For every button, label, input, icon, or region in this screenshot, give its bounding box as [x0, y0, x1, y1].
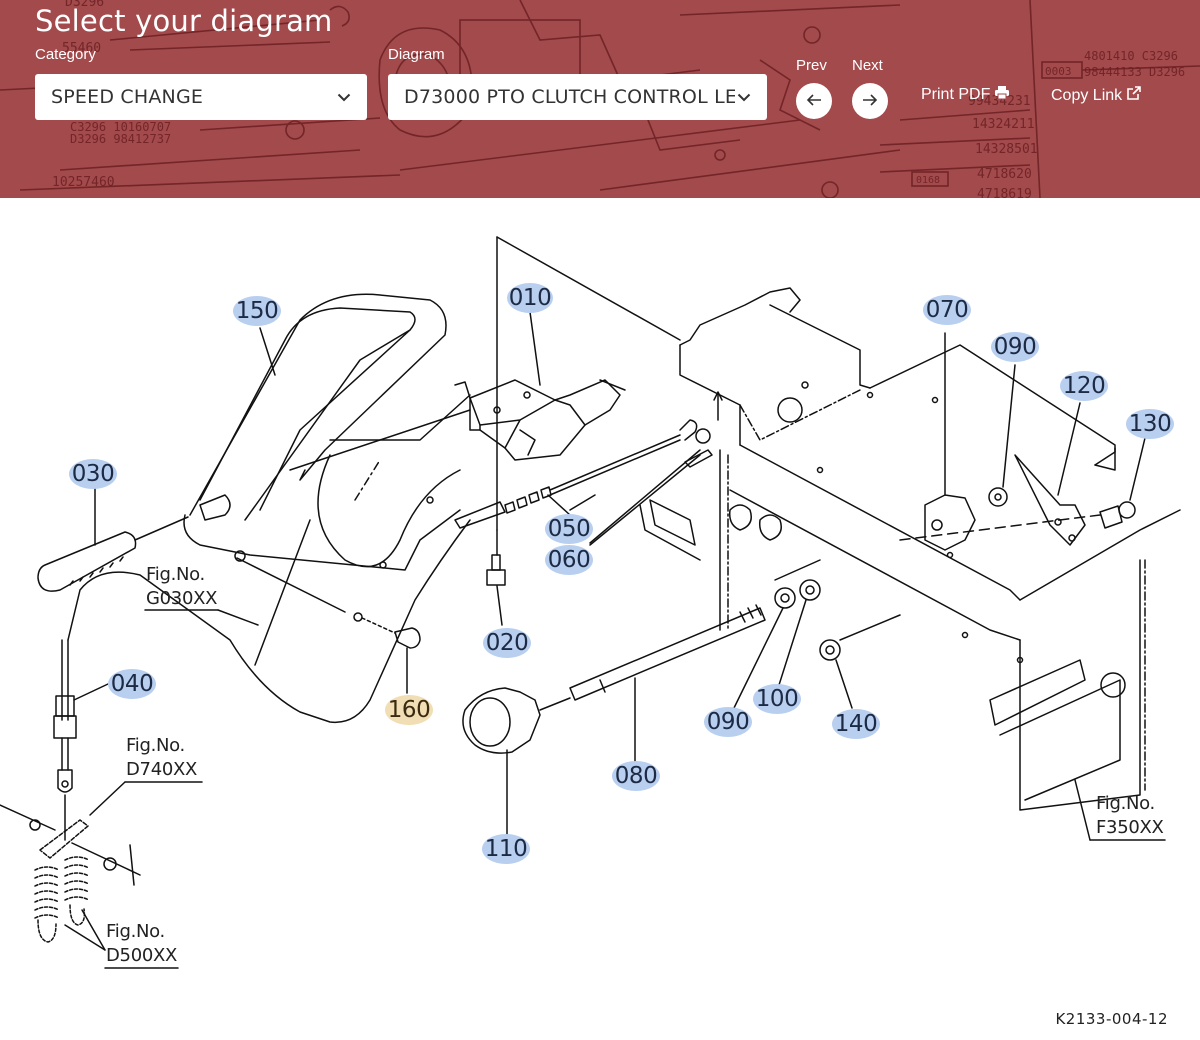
bg-part-number: D3296 — [65, 0, 104, 10]
category-label: Category — [35, 46, 96, 63]
next-button[interactable] — [852, 83, 888, 119]
fig-ref-line1: Fig.No. — [106, 921, 165, 942]
svg-text:10257460: 10257460 — [52, 175, 115, 190]
chevron-down-icon — [735, 88, 753, 106]
page-title: Select your diagram — [35, 4, 333, 38]
svg-text:4801410 C3296: 4801410 C3296 — [1084, 49, 1178, 63]
exploded-view-drawing — [0, 236, 1181, 969]
callout-080[interactable]: 080 — [612, 761, 660, 791]
category-select-value: SPEED CHANGE — [51, 86, 204, 108]
svg-text:4718619: 4718619 — [977, 187, 1032, 198]
diagram-select[interactable]: D73000 PTO CLUTCH CONTROL LEVER — [388, 74, 767, 120]
callout-110[interactable]: 110 — [482, 834, 530, 864]
external-link-icon — [1126, 85, 1142, 106]
copy-link-label: Copy Link — [1051, 86, 1123, 104]
diagram-selector-header: D3296 55460 C3296 10160707 D3296 9841273… — [0, 0, 1200, 198]
fig-ref-line2: G030XX — [146, 588, 218, 609]
next-label: Next — [852, 57, 883, 74]
callout-140[interactable]: 140 — [832, 709, 880, 739]
callout-030[interactable]: 030 — [69, 459, 117, 489]
fig-ref-d740xx[interactable]: Fig.No. D740XX — [126, 734, 197, 782]
prev-label: Prev — [796, 57, 827, 74]
fig-ref-line1: Fig.No. — [126, 735, 185, 756]
svg-text:99434231: 99434231 — [968, 94, 1031, 109]
callout-050[interactable]: 050 — [545, 514, 593, 544]
chevron-down-icon — [335, 88, 353, 106]
svg-text:14324211: 14324211 — [972, 117, 1035, 132]
svg-text:14328501: 14328501 — [975, 142, 1038, 157]
callout-160[interactable]: 160 — [385, 695, 433, 725]
callout-090-top[interactable]: 090 — [991, 332, 1039, 362]
print-pdf-button[interactable]: Print PDF — [921, 85, 1010, 105]
fig-ref-line2: D740XX — [126, 759, 198, 780]
callout-040[interactable]: 040 — [108, 669, 156, 699]
fig-ref-g030xx[interactable]: Fig.No. G030XX — [146, 563, 217, 611]
callout-090-bottom[interactable]: 090 — [704, 707, 752, 737]
prev-button[interactable] — [796, 83, 832, 119]
diagram-label: Diagram — [388, 46, 445, 63]
arrow-right-icon — [862, 92, 878, 111]
svg-text:98444133 D3296: 98444133 D3296 — [1084, 65, 1185, 79]
diagram-select-value: D73000 PTO CLUTCH CONTROL LEVER — [404, 86, 735, 108]
callout-120[interactable]: 120 — [1060, 371, 1108, 401]
category-select[interactable]: SPEED CHANGE — [35, 74, 367, 120]
callout-070[interactable]: 070 — [923, 295, 971, 325]
header-background-drawing: D3296 55460 C3296 10160707 D3296 9841273… — [0, 0, 1200, 198]
svg-text:D3296 98412737: D3296 98412737 — [70, 132, 171, 146]
callout-100[interactable]: 100 — [753, 684, 801, 714]
callout-150[interactable]: 150 — [233, 296, 281, 326]
fig-ref-line1: Fig.No. — [146, 564, 205, 585]
fig-ref-line2: D500XX — [106, 945, 178, 966]
fig-ref-line1: Fig.No. — [1096, 793, 1155, 814]
callout-060[interactable]: 060 — [545, 545, 593, 575]
callout-130[interactable]: 130 — [1126, 409, 1174, 439]
copy-link-button[interactable]: Copy Link — [1051, 85, 1142, 106]
fig-ref-d500xx[interactable]: Fig.No. D500XX — [106, 920, 177, 968]
fig-ref-line2: F350XX — [1096, 817, 1164, 838]
diagram-code: K2133-004-12 — [1055, 1010, 1168, 1028]
fig-ref-f350xx[interactable]: Fig.No. F350XX — [1096, 792, 1164, 840]
parts-diagram: 010 020 030 040 050 060 070 080 090 090 … — [0, 198, 1200, 1040]
callout-010[interactable]: 010 — [507, 283, 553, 313]
svg-text:0003: 0003 — [1045, 65, 1072, 78]
print-pdf-label: Print PDF — [921, 86, 991, 103]
arrow-left-icon — [806, 92, 822, 111]
svg-text:C3296 10160707: C3296 10160707 — [70, 120, 171, 134]
svg-text:4718620: 4718620 — [977, 167, 1032, 182]
printer-icon — [994, 85, 1010, 105]
svg-text:55460: 55460 — [62, 41, 101, 56]
svg-text:0168: 0168 — [916, 175, 940, 186]
callout-020[interactable]: 020 — [483, 628, 531, 658]
